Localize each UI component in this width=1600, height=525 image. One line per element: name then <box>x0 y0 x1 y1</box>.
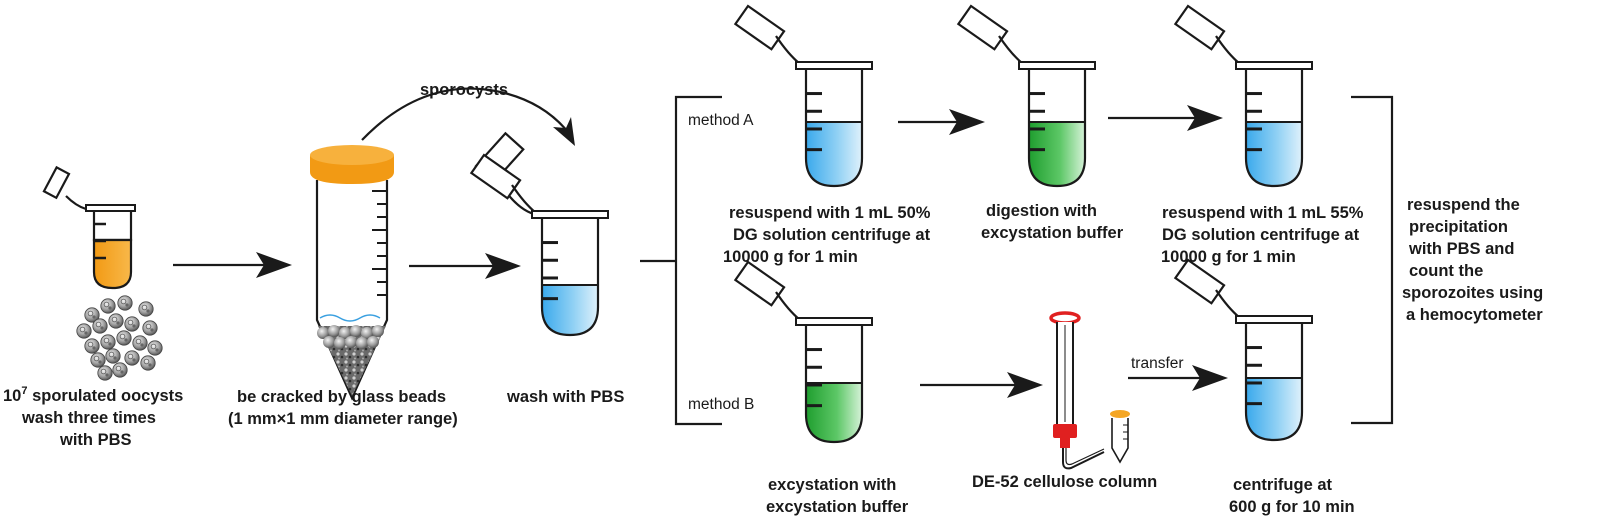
method-b-step1-line2: excystation buffer <box>766 498 909 516</box>
oocyst-particle <box>112 362 128 378</box>
final-line4: count the <box>1409 262 1483 280</box>
sporocysts-label: sporocysts <box>420 81 508 99</box>
oocyst-particle <box>100 334 116 350</box>
oocyst-particle <box>105 348 121 364</box>
method-b-step3-line2: 600 g for 10 min <box>1229 498 1355 516</box>
tube-lid <box>733 4 786 51</box>
svg-text:107 sporulated oocysts: 107 sporulated oocysts <box>3 385 183 405</box>
oocyst-particle <box>142 320 158 336</box>
oocyst-particle <box>97 365 113 381</box>
final-line5: sporozoites using <box>1402 284 1543 302</box>
tube-method-a-step3 <box>1173 4 1313 188</box>
oocyst-particle <box>124 316 140 332</box>
oocyst-tube <box>42 165 136 290</box>
sporocysts-arrow <box>361 87 575 146</box>
final-line2: precipitation <box>1409 218 1508 236</box>
oocyst-particle <box>84 338 100 354</box>
oocyst-particle <box>92 318 108 334</box>
method-a-step3-line1: resuspend with 1 mL 55% <box>1162 204 1364 222</box>
crack-caption-line2: (1 mm×1 mm diameter range) <box>228 410 458 428</box>
tube-liquid <box>806 122 862 186</box>
method-b-label: method B <box>688 396 754 413</box>
cellulose-column <box>1049 311 1130 470</box>
oocyst-particle <box>116 330 132 346</box>
tube-liquid <box>806 383 862 442</box>
wash-caption: wash with PBS <box>506 388 624 406</box>
oocyst-particle <box>76 323 92 339</box>
tube-liquid <box>542 285 598 335</box>
oocyst-particle <box>132 335 148 351</box>
flow-arrows <box>173 105 1228 398</box>
final-bracket <box>1351 95 1394 425</box>
method-b-step3-line1: centrifuge at <box>1233 476 1333 494</box>
final-line1: resuspend the <box>1407 196 1520 214</box>
oocyst-caption-line2: wash three times <box>21 409 156 427</box>
microtubes <box>469 4 1313 444</box>
tube-liquid <box>1029 122 1085 186</box>
method-a-label: method A <box>688 112 754 129</box>
tube-lid <box>733 260 786 307</box>
tube-method-a-step1 <box>733 4 873 188</box>
tube-method-a-step2 <box>956 4 1096 188</box>
oocyst-particle <box>100 298 116 314</box>
oocyst-particle <box>140 355 156 371</box>
method-b-step1-line1: excystation with <box>768 476 896 494</box>
wash-tube-body <box>469 153 609 337</box>
final-line3: with PBS and <box>1408 240 1514 258</box>
tube-liquid <box>1246 378 1302 440</box>
method-branch-bracket <box>640 95 722 426</box>
method-a-step3-line2: DG solution centrifuge at <box>1162 226 1360 244</box>
method-b-step2-line1: DE-52 cellulose column <box>972 473 1157 491</box>
oocyst-particle <box>138 301 154 317</box>
oocyst-particles <box>76 295 163 381</box>
oocyst-caption: 107 sporulated oocysts wash three times … <box>3 385 183 449</box>
method-a-step1-line2: DG solution centrifuge at <box>733 226 931 244</box>
method-a-step2-line1: digestion with <box>986 202 1097 220</box>
glass-bead-tube <box>310 145 394 401</box>
crack-caption-line1: be cracked by glass beads <box>237 388 446 406</box>
method-a-step1-line3: 10000 g for 1 min <box>723 248 858 266</box>
oocyst-particle <box>108 313 124 329</box>
tube-method-b-step3 <box>1173 258 1313 442</box>
oocyst-particle <box>84 307 100 323</box>
tube-method-b-step1 <box>733 260 873 444</box>
method-a-step1-line1: resuspend with 1 mL 50% <box>729 204 931 222</box>
oocyst-caption-line3: with PBS <box>59 431 132 449</box>
final-line6: a hemocytometer <box>1406 306 1543 324</box>
tube-lid <box>1173 258 1226 305</box>
oocyst-particle <box>90 352 106 368</box>
tube-lid <box>956 4 1009 51</box>
method-a-step2-line2: excystation buffer <box>981 224 1124 242</box>
oocyst-particle <box>124 350 140 366</box>
method-a-step3-line3: 10000 g for 1 min <box>1161 248 1296 266</box>
transfer-label: transfer <box>1131 355 1184 372</box>
oocyst-particle <box>147 340 163 356</box>
oocyst-count-base: 10 <box>3 387 21 405</box>
oocyst-caption-rest: sporulated oocysts <box>27 387 183 405</box>
glass-beads <box>317 325 384 349</box>
oocyst-particle <box>117 295 133 311</box>
tube-lid <box>1173 4 1226 51</box>
tube-liquid <box>1246 122 1302 186</box>
oocyst-count-exponent: 7 <box>21 385 27 397</box>
